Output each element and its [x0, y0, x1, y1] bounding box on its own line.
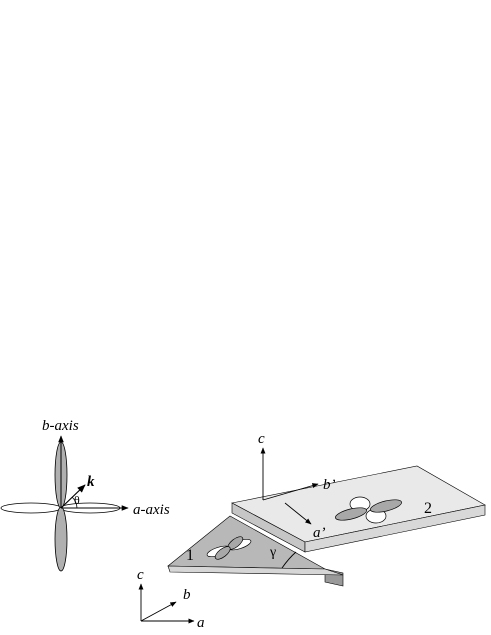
- b-prime-label: b’: [323, 477, 336, 493]
- theta-label: θ: [74, 493, 80, 507]
- a-axis-bottom-label: a: [197, 615, 205, 631]
- dwave-orbital-diagram: b-axis a-axis k θ: [0, 418, 170, 572]
- layer-2-orbital-lobe-right: [370, 499, 402, 513]
- lab-coordinate-axes: c b a: [137, 567, 205, 631]
- gamma-label: γ: [269, 545, 276, 560]
- layer-2-orbital-lobe-left: [335, 507, 367, 521]
- a-prime-axis-arrow: [284, 502, 312, 525]
- c-axis-bottom-label: c: [137, 567, 144, 583]
- orbital-lobe-bottom: [54, 506, 68, 572]
- layer-2-orbital: [335, 496, 402, 524]
- layer-1-side: [167, 565, 344, 576]
- layer-1-orbital: [206, 536, 252, 560]
- b-axis-bottom-arrow: [140, 601, 177, 622]
- k-vector-label: k: [87, 474, 95, 490]
- a-axis-label: a-axis: [133, 502, 170, 518]
- layer-2-right-side: [304, 504, 486, 553]
- layer-2-number: 2: [424, 500, 432, 517]
- bilayer-stack: c b’ a’ 2 1 γ: [167, 431, 486, 587]
- orbital-lobe-left: [0, 502, 62, 514]
- theta-arc: [71, 496, 78, 509]
- layer-1-number: 1: [186, 547, 194, 564]
- b-axis-label: b-axis: [42, 418, 79, 434]
- gamma-arc: [281, 551, 297, 569]
- c-axis-top-label: c: [258, 431, 265, 447]
- layer-1-orbital-lobe-bottom: [214, 546, 231, 560]
- k-vector-arrow: [60, 484, 86, 509]
- b-axis-bottom-label: b: [183, 587, 191, 603]
- a-prime-label: a’: [313, 525, 326, 541]
- b-prime-axis-arrow: [262, 483, 319, 501]
